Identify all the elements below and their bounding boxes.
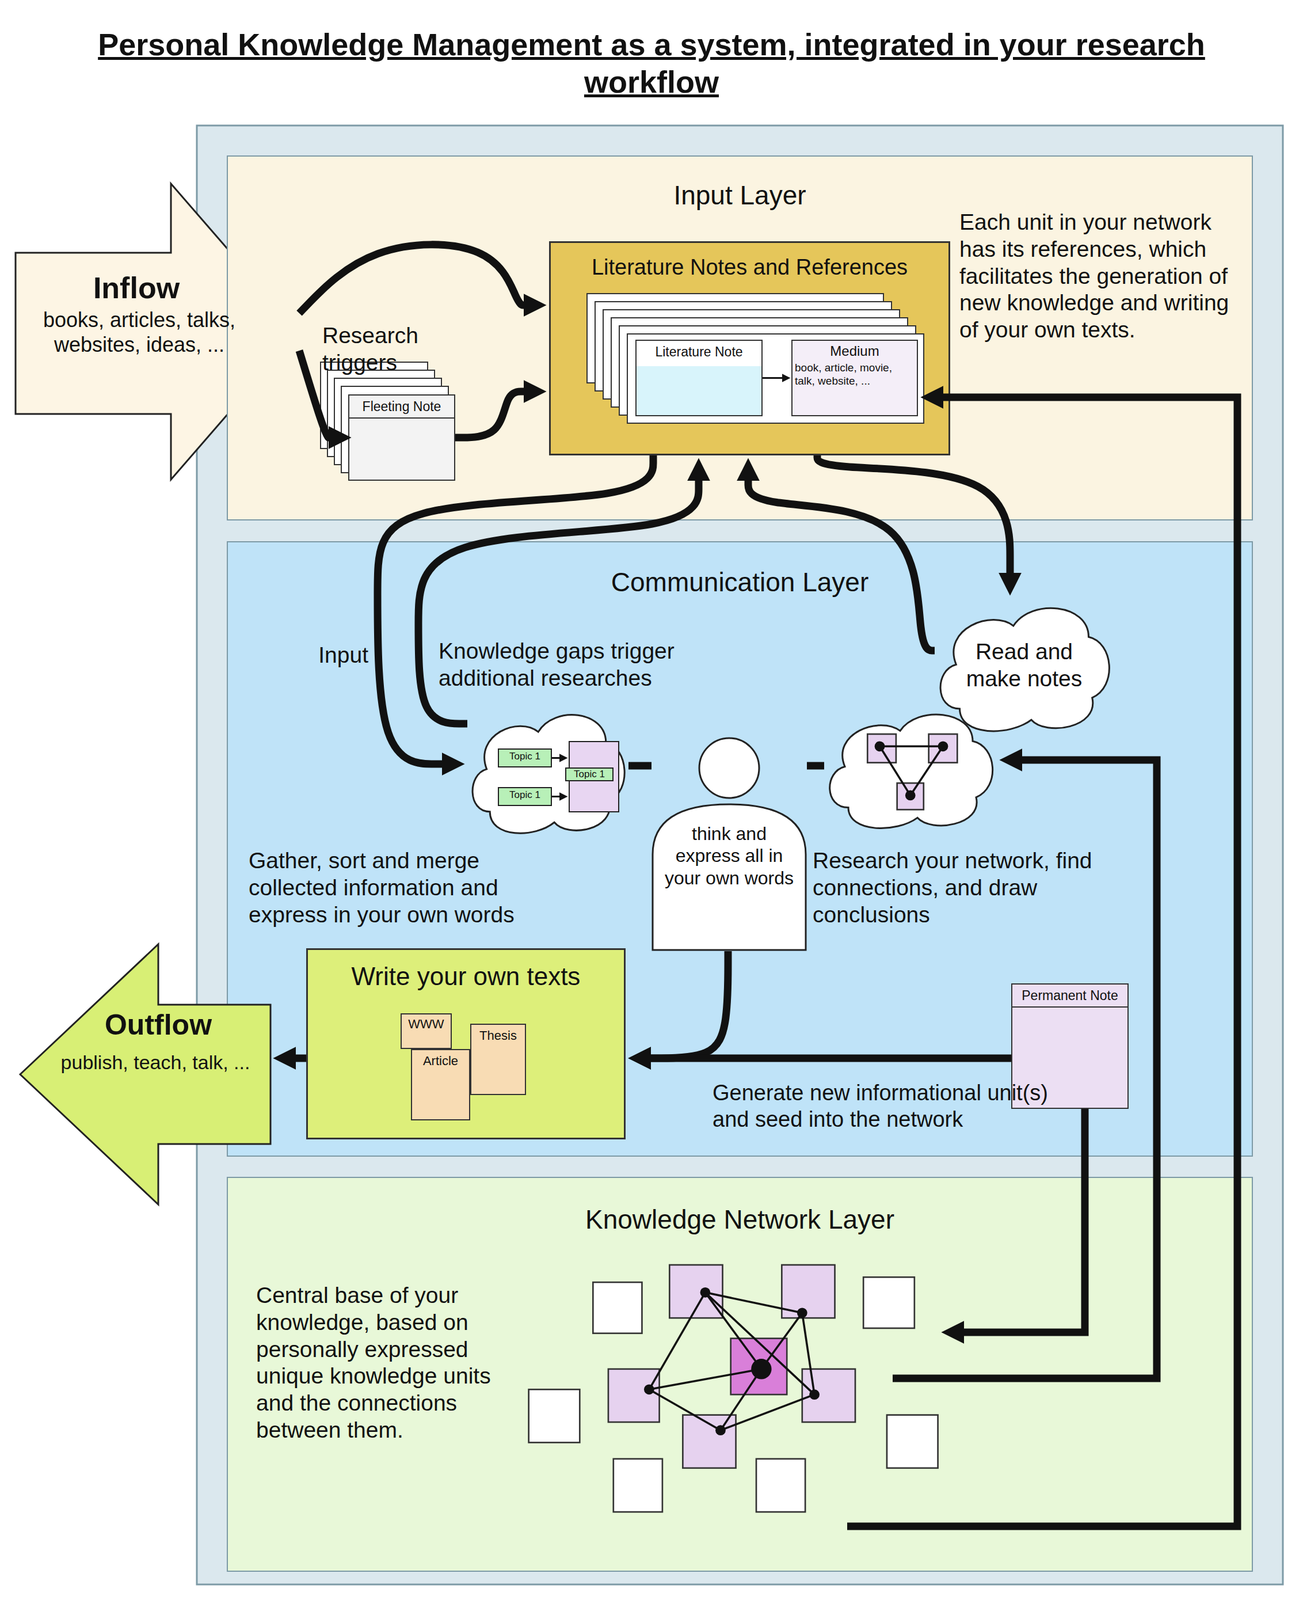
topic-tag-text: Topic 1 [498,750,551,763]
literature-box: Literature Notes and ReferencesLiteratur… [549,241,951,456]
network-illustration [824,705,997,833]
flow-arrow [650,950,729,1058]
topic-cloud-text: Gather, sort and merge collected informa… [248,847,548,928]
permanent-note-card-text: Permanent Note [1012,987,1128,1008]
flow-arrow [817,455,1011,573]
topic-tag: Topic 1 [497,748,552,768]
flow-arrow [650,1054,1012,1062]
network-cloud-text: Research your network, find connections,… [812,847,1124,928]
literature-note-card: Literature Note [635,339,763,417]
knowledge-network-layer: Knowledge Network LayerCentral base of y… [226,1176,1253,1572]
write-texts-box: Write your own textsWWW ThesisArticle [306,947,626,1139]
flow-arrow [455,391,524,438]
edge-label: Knowledge gaps trigger additional resear… [438,637,710,692]
fleeting-note-card-text: Fleeting Note [349,398,455,419]
medium-card: Mediumbook, article, movie, talk, websit… [791,339,918,417]
write-texts-box-text: Write your own texts [307,961,624,992]
person-figure: think and express all in your own words [651,736,807,951]
outflow-arrow-text: publish, teach, talk, ... [43,1050,268,1074]
flow-arrow [806,762,825,770]
flow-arrow [964,1108,1085,1332]
network-cloud: Research your network, find connections,… [824,705,997,833]
flow-arrow [299,244,524,314]
edge-label: Input [305,641,369,669]
communication-layer-text: Communication Layer [227,566,1252,598]
literature-box-text: Literature Notes and References [550,254,949,281]
article-card: Article [410,1048,471,1120]
www-card: WWW [400,1012,452,1049]
flow-arrow [628,762,652,770]
diagram-title: Personal Knowledge Management as a syste… [34,25,1269,101]
fleeting-note-card: Fleeting Note [348,394,456,481]
outflow-arrow: Outflow publish, teach, talk, ... [20,943,271,1205]
read-cloud: Read and make notes [934,597,1114,737]
input-layer-text: Input Layer [227,179,1252,212]
medium-card-text: book, article, movie, talk, website, ... [794,361,915,388]
arrow-shape [20,943,271,1205]
topic-card-text: Topic 1 [565,767,614,781]
note-label: Each unit in your network has its refere… [959,208,1242,344]
cloud-shape [824,705,997,833]
flow-arrow [748,480,935,651]
knowledge-network-layer-text: Central base of your knowledge, based on… [256,1281,510,1444]
topic-tag: Topic 1 [497,786,552,806]
flow-arrow [551,795,560,798]
thesis-card: Thesis [470,1023,527,1095]
flow-arrow [377,455,654,764]
read-cloud-text: Read and make notes [957,638,1091,693]
flow-arrow [762,376,783,379]
topic-tag-text: Topic 1 [498,789,551,801]
communication-layer: Communication LayerRead and make notesGa… [226,540,1253,1157]
inflow-arrow-text: Inflow [27,269,246,306]
medium-card-text: Medium [792,343,917,360]
literature-note-card-text: Literature Note [636,344,762,361]
inflow-arrow-text: books, articles, talks, websites, ideas,… [24,307,255,357]
thesis-card-text: Thesis [471,1027,525,1043]
flow-arrow [295,1054,307,1062]
topic-cloud: Gather, sort and merge collected informa… [467,705,629,838]
flow-arrow [551,756,560,759]
knowledge-network-layer-text: Knowledge Network Layer [227,1203,1252,1236]
outflow-arrow-text: Outflow [54,1007,262,1042]
note-label: Generate new informational unit(s) and s… [712,1079,1070,1133]
person-figure-text: think and express all in your own words [657,822,802,889]
article-card-text: Article [412,1053,470,1069]
topic-card: Topic 1 [568,740,620,813]
www-card-text: WWW [401,1016,451,1032]
flow-arrow [847,397,1238,1526]
note-label: Research triggers [322,322,495,377]
flow-arrow [892,759,1157,1378]
